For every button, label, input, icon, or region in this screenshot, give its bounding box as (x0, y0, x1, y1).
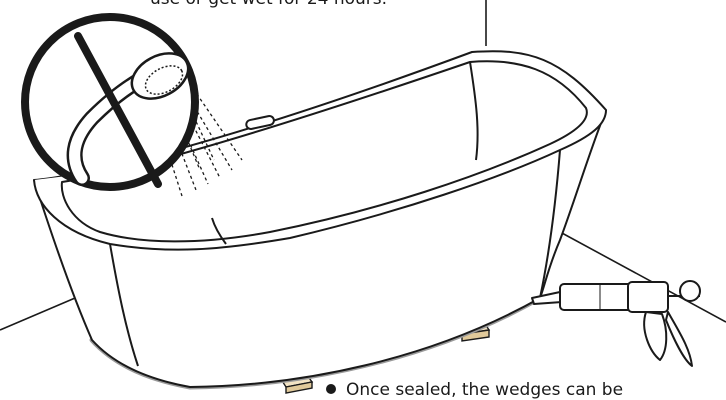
instruction-text-bottom: Once sealed, the wedges can be (326, 380, 623, 400)
instruction-text-bottom-label: Once sealed, the wedges can be (346, 380, 623, 400)
instruction-text-top: use or get wet for 24 hours. (150, 0, 387, 9)
no-shower-icon (25, 17, 196, 187)
bullet-icon (326, 384, 336, 394)
